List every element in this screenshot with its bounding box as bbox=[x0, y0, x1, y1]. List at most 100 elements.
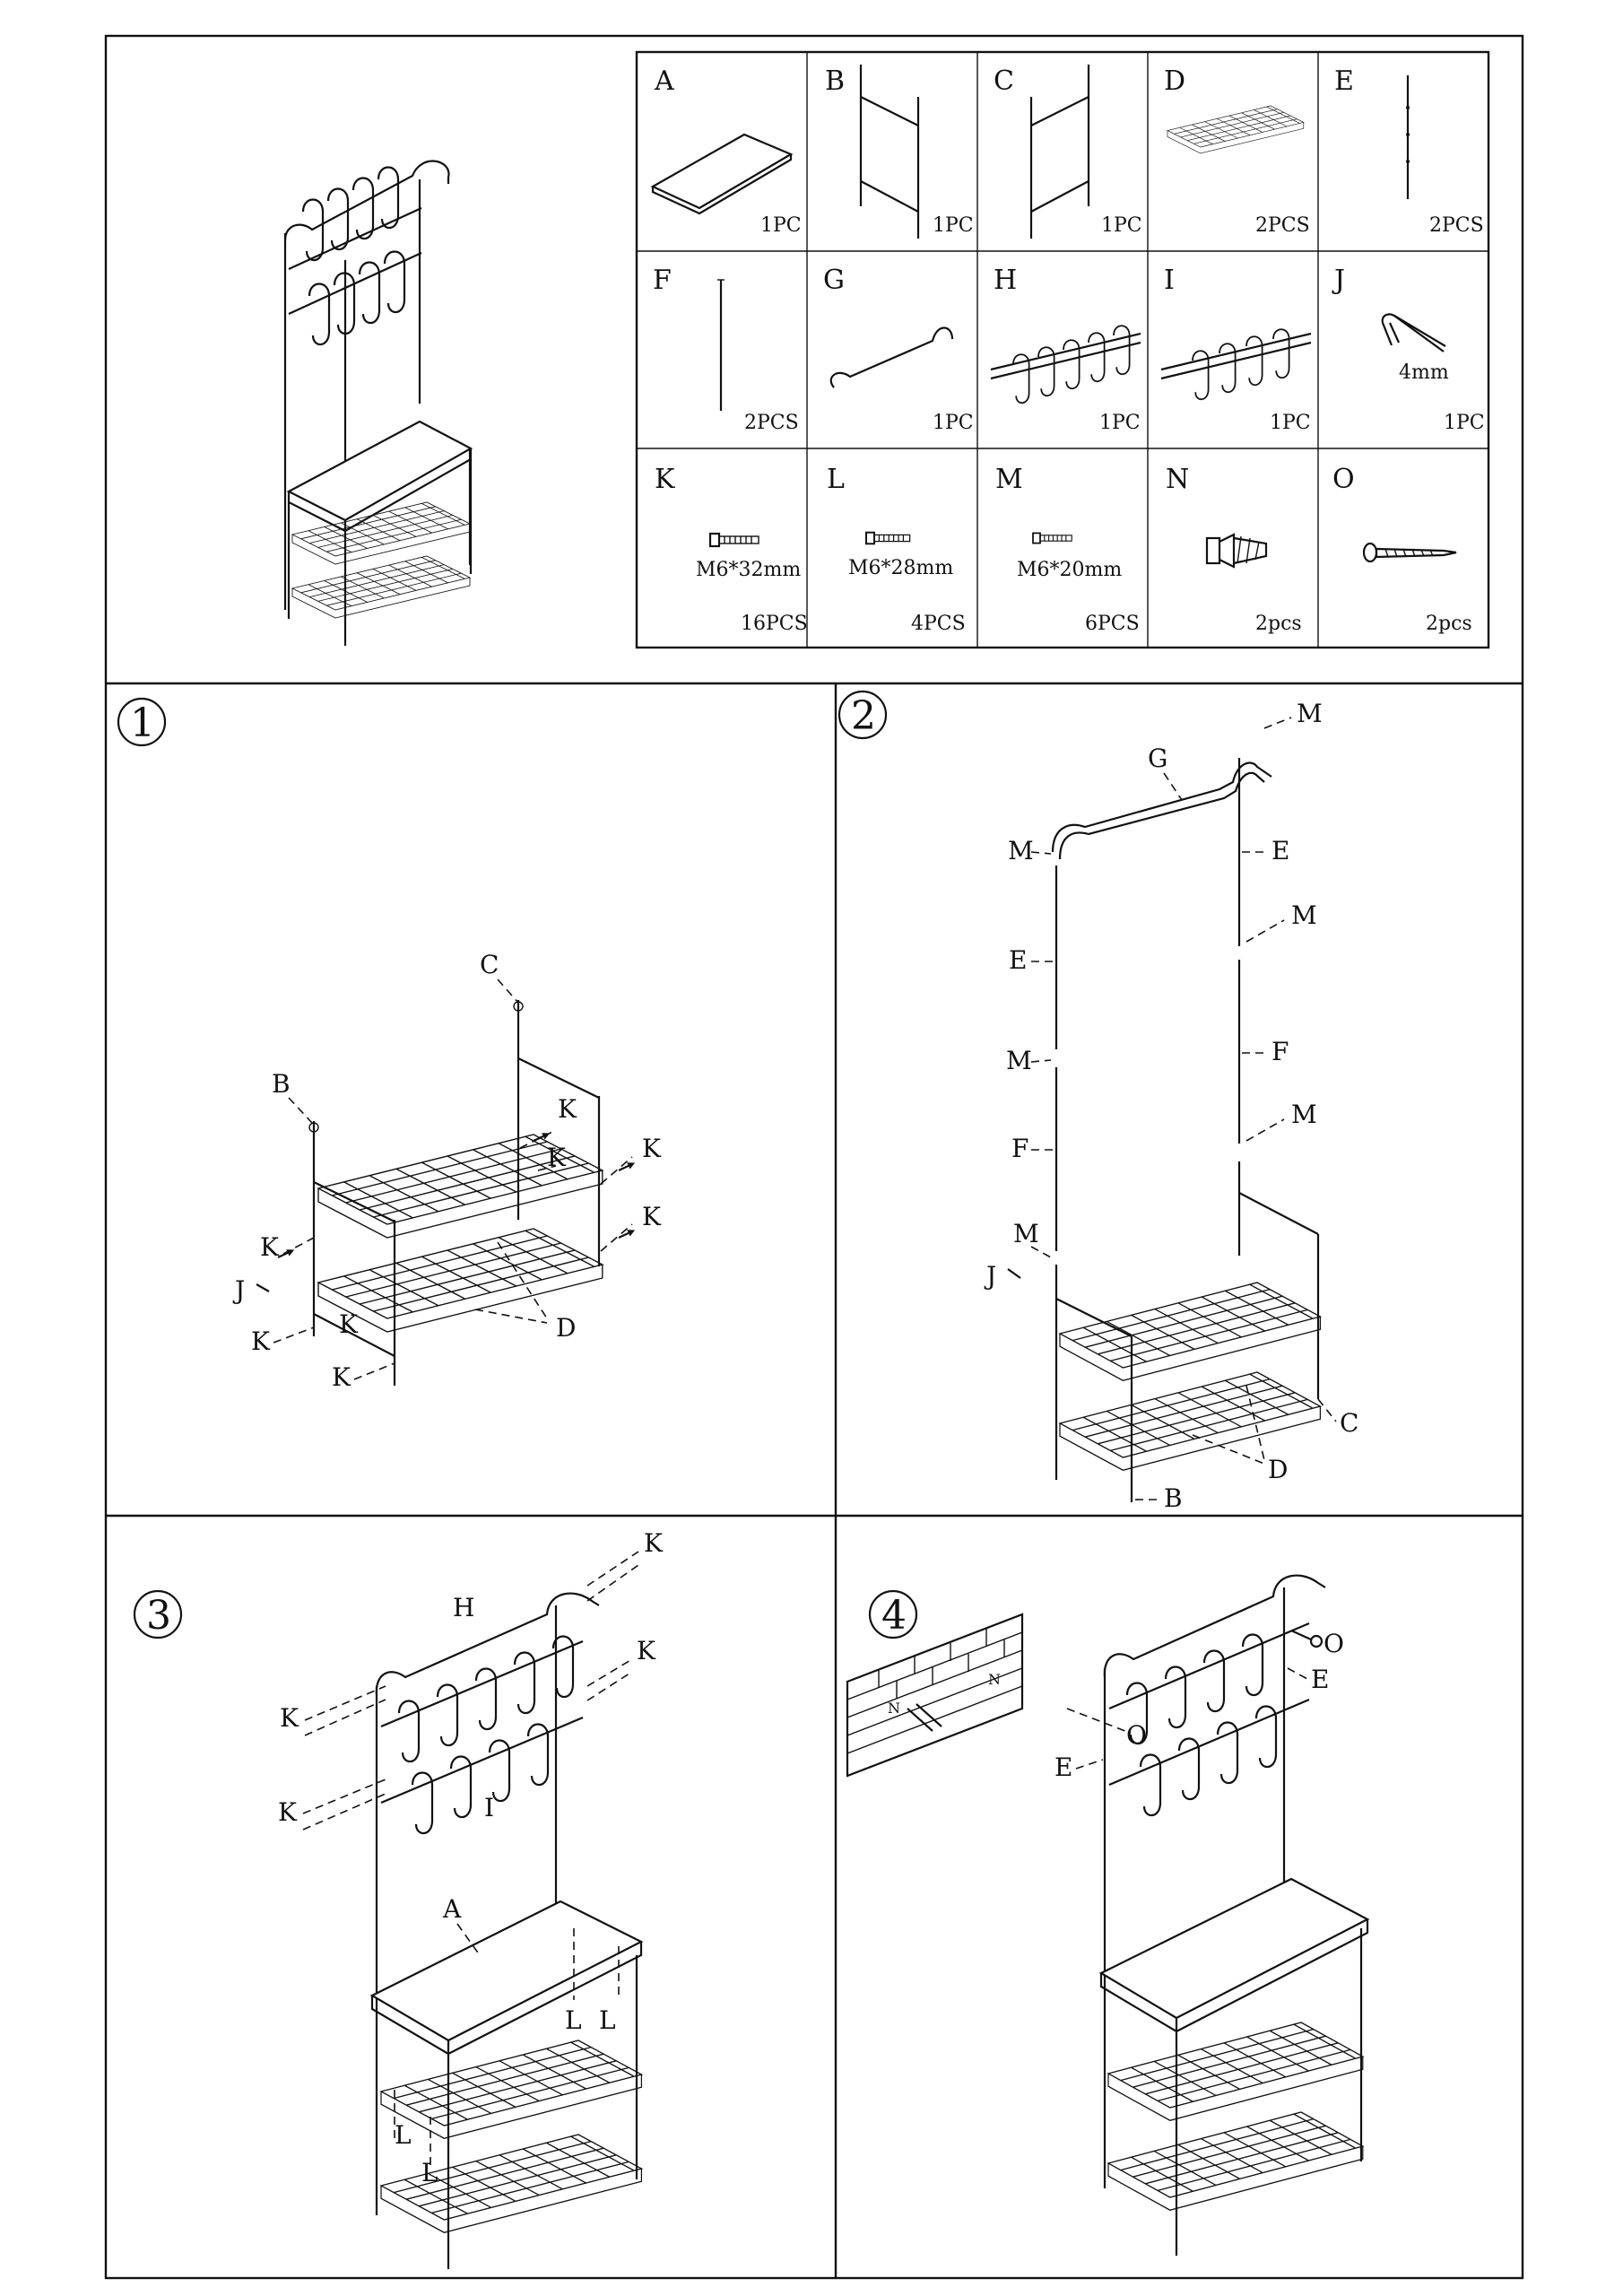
part-letter: E bbox=[1334, 65, 1354, 97]
part-quantity: 1PC bbox=[760, 214, 802, 237]
wall-anchor-icon bbox=[1205, 533, 1268, 569]
step-number: 1 bbox=[130, 700, 155, 746]
callout-m: M bbox=[1013, 1219, 1039, 1248]
part-letter: D bbox=[1164, 65, 1185, 97]
part-cell-g: G 1PC bbox=[823, 265, 974, 434]
part-letter: J bbox=[1332, 265, 1345, 296]
step-number: 2 bbox=[851, 693, 876, 739]
callout-o: O bbox=[1126, 1720, 1147, 1750]
callout-k: K bbox=[280, 1703, 299, 1733]
part-letter: N bbox=[1166, 464, 1189, 495]
part-quantity: 4PCS bbox=[911, 613, 966, 635]
callout-j: J bbox=[232, 1275, 245, 1305]
part-letter: H bbox=[994, 265, 1017, 296]
callout-a: A bbox=[442, 1894, 462, 1924]
side-frame-icon bbox=[859, 65, 920, 239]
part-quantity: 2PCS bbox=[1255, 214, 1310, 237]
part-cell-h: H 1PC bbox=[990, 265, 1141, 434]
part-letter: G bbox=[823, 265, 845, 296]
part-cell-a: A 1PC bbox=[650, 65, 802, 237]
part-quantity: 1PC bbox=[933, 412, 974, 434]
callout-k: K bbox=[251, 1326, 271, 1356]
part-spec: 4mm bbox=[1399, 361, 1449, 384]
callout-k: K bbox=[332, 1362, 352, 1392]
callout-d: D bbox=[1268, 1455, 1288, 1484]
upper-tube-icon bbox=[1406, 75, 1410, 199]
part-quantity: 2PCS bbox=[744, 412, 799, 434]
part-letter: M bbox=[995, 464, 1023, 495]
callout-e: E bbox=[1271, 836, 1289, 865]
callout-l: L bbox=[599, 2005, 616, 2035]
callout-b: B bbox=[1164, 1483, 1183, 1513]
part-quantity: 1PC bbox=[933, 214, 974, 237]
callout-g: G bbox=[1148, 744, 1167, 773]
allen-key-icon bbox=[1381, 313, 1446, 352]
part-cell-e: E 2PCS bbox=[1334, 65, 1484, 237]
part-cell-m: M M6*20mm 6PCS bbox=[995, 464, 1140, 635]
part-letter: O bbox=[1332, 464, 1355, 495]
part-letter: F bbox=[653, 265, 672, 296]
lower-tube-icon bbox=[717, 279, 725, 411]
part-cell-f: F 2PCS bbox=[653, 265, 799, 434]
part-quantity: 2pcs bbox=[1255, 613, 1302, 635]
part-spec: M6*28mm bbox=[848, 557, 953, 579]
callout-k: K bbox=[260, 1232, 280, 1262]
part-cell-j: J 4mm 1PC bbox=[1332, 265, 1485, 434]
hook-rail-icon bbox=[1160, 328, 1312, 401]
callout-n: N bbox=[988, 1671, 1001, 1688]
callout-l: L bbox=[395, 2120, 412, 2150]
step-4-panel: 4 N N bbox=[846, 1574, 1370, 2256]
part-letter: L bbox=[827, 464, 845, 495]
part-letter: A bbox=[654, 65, 674, 97]
callout-o: O bbox=[1324, 1629, 1344, 1658]
callout-k: K bbox=[547, 1143, 567, 1172]
part-cell-l: L M6*28mm 4PCS bbox=[827, 464, 966, 635]
part-quantity: 1PC bbox=[1444, 412, 1485, 434]
callout-k: K bbox=[278, 1797, 298, 1827]
part-spec: M6*32mm bbox=[696, 559, 801, 581]
part-quantity: 2PCS bbox=[1429, 214, 1484, 237]
step-number-circle bbox=[838, 690, 888, 740]
parts-table: A 1PC B 1PC C 1PC bbox=[635, 50, 1490, 649]
part-cell-d: D 2PCS bbox=[1164, 65, 1310, 237]
side-frame-icon bbox=[1029, 65, 1090, 239]
callout-m: M bbox=[1291, 900, 1317, 930]
step-number-circle bbox=[117, 697, 167, 747]
assembled-product-illustration bbox=[283, 160, 473, 646]
step-3-panel: 3 H I K K K K bbox=[133, 1528, 664, 2269]
step-number-circle bbox=[868, 1589, 918, 1639]
callout-k: K bbox=[642, 1202, 662, 1231]
bolt-icon bbox=[708, 532, 760, 548]
callout-j: J bbox=[984, 1261, 996, 1291]
part-cell-k: K M6*32mm 16PCS bbox=[655, 464, 808, 635]
step-1-panel: 1 C B K K K K K J K bbox=[117, 697, 662, 1392]
step-number-circle bbox=[133, 1589, 183, 1639]
part-letter: I bbox=[1164, 265, 1175, 296]
callout-f: F bbox=[1271, 1037, 1289, 1066]
part-letter: C bbox=[994, 65, 1014, 97]
wood-panel-icon bbox=[650, 133, 794, 215]
hook-rail-icon bbox=[990, 325, 1141, 404]
callout-i: I bbox=[484, 1793, 494, 1822]
part-spec: M6*20mm bbox=[1017, 559, 1122, 581]
callout-k: K bbox=[637, 1636, 656, 1665]
callout-m: M bbox=[1006, 1046, 1032, 1075]
brick-wall-detail: N N bbox=[846, 1613, 1024, 1778]
callout-h: H bbox=[453, 1593, 474, 1622]
bolt-icon bbox=[865, 531, 911, 545]
step-number: 3 bbox=[146, 1593, 171, 1639]
wire-shelf-icon bbox=[1167, 105, 1305, 154]
wood-screw-icon bbox=[1362, 542, 1457, 563]
callout-d: D bbox=[556, 1313, 576, 1343]
part-cell-o: O 2pcs bbox=[1332, 464, 1472, 635]
part-quantity: 1PC bbox=[1099, 412, 1141, 434]
part-letter: K bbox=[655, 464, 675, 495]
part-cell-n: N 2pcs bbox=[1166, 464, 1302, 635]
callout-e: E bbox=[1009, 945, 1027, 975]
step-number: 4 bbox=[881, 1593, 907, 1639]
callout-l: L bbox=[565, 2005, 582, 2035]
callout-c: C bbox=[1340, 1408, 1358, 1438]
part-cell-b: B 1PC bbox=[825, 65, 974, 239]
part-quantity: 1PC bbox=[1270, 412, 1311, 434]
